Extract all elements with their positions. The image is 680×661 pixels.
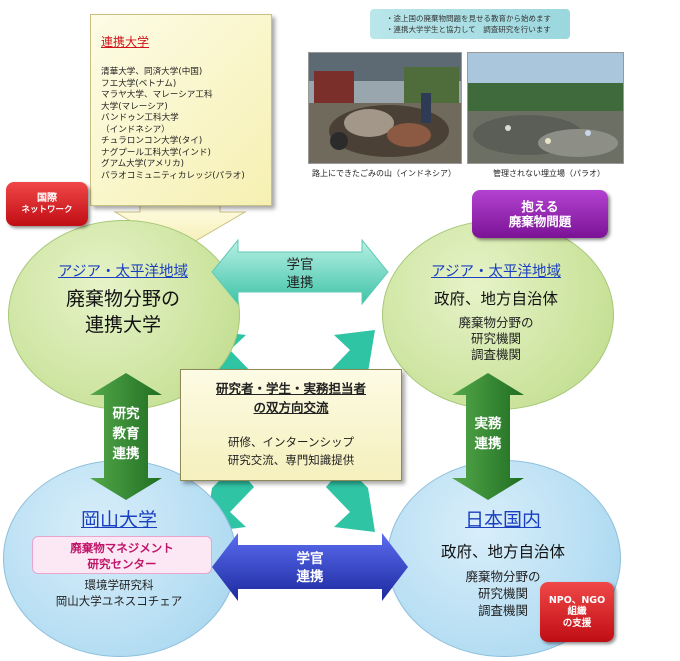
list-item: チュラロンコン大学(タイ) — [101, 136, 203, 146]
arrow-label-line: 連携 — [112, 446, 140, 462]
street-garbage-image — [309, 53, 461, 163]
government-label: 政府、地方自治体 — [440, 543, 565, 561]
left-double-arrow — [90, 373, 162, 500]
photo-palau — [467, 52, 624, 164]
waste-sector-label: 廃棄物分野の — [65, 288, 180, 310]
arrow-label-line: 実務 — [474, 416, 502, 432]
bottom-double-arrow — [212, 533, 408, 601]
arrow-label-line: 研究 — [112, 406, 140, 422]
waste-problem-badge: 抱える 廃棄物問題 — [472, 190, 608, 238]
research-org-label: 研究機関 — [470, 331, 521, 346]
exchange-body-line2: 研究交流、専門知識提供 — [227, 453, 355, 467]
list-item: 大学(マレーシア) — [101, 101, 168, 112]
badge-line: 抱える — [521, 199, 559, 214]
landfill-image — [468, 53, 623, 163]
research-org-label: 研究機関 — [477, 586, 528, 601]
government-label: 政府、地方自治体 — [433, 290, 558, 308]
right-double-arrow — [452, 373, 524, 500]
waste-field-label: 廃棄物分野の — [458, 315, 534, 330]
survey-org-label: 調査機関 — [470, 347, 521, 362]
arrow-label-line: 連携 — [296, 569, 324, 585]
waste-management-center-box: 廃棄物マネジメント 研究センター — [32, 536, 212, 574]
okayama-university-link[interactable]: 岡山大学 — [80, 509, 157, 531]
circle-asia-government — [382, 220, 614, 410]
center-name-line: 研究センター — [87, 557, 157, 571]
list-item: マラヤ大学、マレーシア工科 — [101, 90, 213, 100]
list-item: 清華大学、同済大学(中国) — [101, 67, 203, 77]
partner-universities-list: 清華大学、同済大学(中国) フエ大学(ベトナム) マラヤ大学、マレーシア工科 大… — [101, 67, 245, 182]
photo-caption-palau: 管理されない埋立場（パラオ） — [493, 169, 605, 178]
arrow-label-line: 学官 — [286, 257, 314, 273]
exchange-body-line1: 研修、インターンシップ — [228, 435, 354, 449]
right-arrow-label: 実務 連携 — [458, 414, 518, 454]
photo-indonesia — [308, 52, 462, 164]
list-item: バンドゥン工科大学 — [101, 113, 179, 123]
survey-org-label: 調査機関 — [477, 603, 528, 618]
partner-universities-label: 連携大学 — [84, 314, 161, 336]
env-science-label: 環境学研究科 — [84, 578, 154, 592]
arrow-label-line: 学官 — [296, 551, 324, 567]
note-line: ・途上国の廃棄物問題を見せる教育から始めます — [386, 14, 551, 23]
arrow-label-line: 連携 — [286, 275, 314, 291]
exchange-title-line1: 研究者・学生・実務担当者 — [215, 381, 366, 396]
list-item: パラオコミュニティカレッジ(パラオ) — [101, 170, 245, 181]
center-name-line: 廃棄物マネジメント — [70, 541, 174, 555]
japan-domestic-link[interactable]: 日本国内 — [464, 509, 541, 531]
photo-caption-indonesia: 路上にできたごみの山（インドネシア） — [312, 169, 456, 178]
waste-field-label: 廃棄物分野の — [465, 569, 541, 584]
exchange-title-line2: の双方向交流 — [253, 400, 329, 415]
asia-pacific-region-link[interactable]: アジア・太平洋地域 — [431, 264, 561, 280]
exchange-center-box: 研究者・学生・実務担当者 の双方向交流 研修、インターンシップ 研究交流、専門知… — [180, 369, 402, 481]
badge-line: 廃棄物問題 — [508, 214, 572, 229]
badge-line: 国際 — [37, 192, 57, 204]
note-line: ・連携大学学生と協力して 調査研究を行います — [386, 25, 551, 34]
bottom-arrow-label: 学官 連携 — [280, 550, 340, 586]
arrow-label-line: 教育 — [112, 426, 140, 442]
list-item: （インドネシア） — [101, 124, 170, 135]
badge-line: 組織 — [567, 606, 587, 618]
badge-line: NPO、NGO — [548, 594, 606, 606]
list-item: フエ大学(ベトナム) — [101, 78, 177, 89]
list-item: ナグプール工科大学(インド) — [101, 147, 211, 158]
unesco-chair-label: 岡山大学ユネスコチェア — [55, 594, 183, 608]
left-arrow-label: 研究 教育 連携 — [96, 404, 156, 464]
diagonal-arrow-bottom-right — [326, 465, 375, 532]
asia-pacific-region-link[interactable]: アジア・太平洋地域 — [58, 264, 188, 280]
top-double-arrow — [211, 238, 389, 306]
badge-line: ネットワーク — [21, 204, 73, 215]
arrow-label-line: 連携 — [474, 436, 502, 452]
badge-line: の支援 — [562, 617, 592, 629]
partner-universities-heading: 連携大学 — [101, 35, 150, 49]
list-item: グアム大学(アメリカ) — [101, 159, 185, 169]
npo-support-badge: NPO、NGO 組織 の支援 — [540, 582, 614, 642]
intl-network-badge: 国際 ネットワーク — [6, 182, 88, 226]
partner-universities-box: 連携大学 清華大学、同済大学(中国) フエ大学(ベトナム) マラヤ大学、マレーシ… — [90, 14, 272, 206]
notes-banner: ・途上国の廃棄物問題を見せる教育から始めます ・連携大学学生と協力して 調査研究… — [370, 9, 570, 39]
top-arrow-label: 学官 連携 — [270, 256, 330, 292]
